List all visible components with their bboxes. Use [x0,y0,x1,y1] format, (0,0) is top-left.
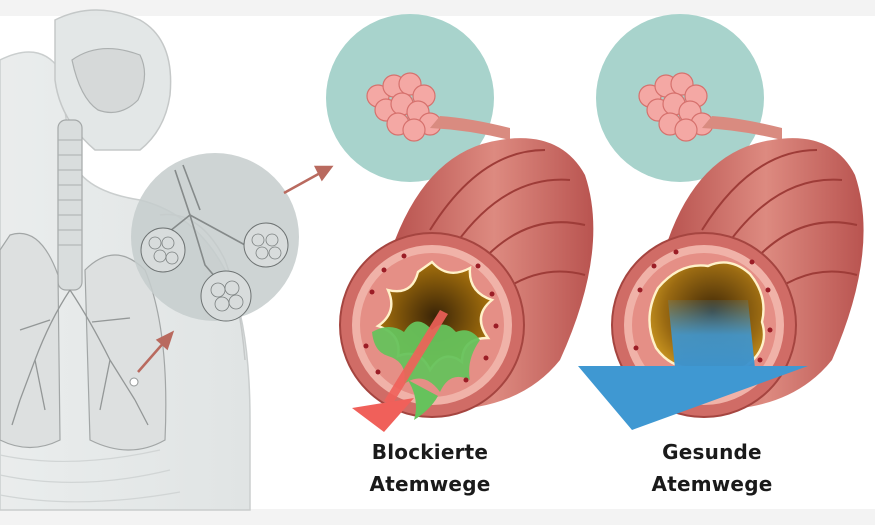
healthy-airflow-arrow [578,300,808,430]
alveoli-cluster-healthy [638,72,714,142]
alveoli-cluster-blocked [366,72,442,142]
blocked-airflow-arrow [352,310,448,432]
healthy-airway-illustration [578,14,864,430]
pointer-arrow-to-airway [283,165,334,195]
healthy-airways-label-line2: Atemwege [651,472,773,496]
healthy-airways-label: Gesunde Atemwege [612,436,812,500]
human-body-illustration [0,9,251,511]
blocked-airway-illustration [326,14,594,432]
blocked-airways-label-line1: Blockierte [371,440,489,464]
pointer-arrow-to-magnifier [137,330,175,373]
bronchioles-magnifier [131,153,299,322]
blocked-airways-label-line2: Atemwege [369,472,491,496]
blocked-airways-label: Blockierte Atemwege [330,436,530,500]
healthy-airways-label-line1: Gesunde [662,440,762,464]
